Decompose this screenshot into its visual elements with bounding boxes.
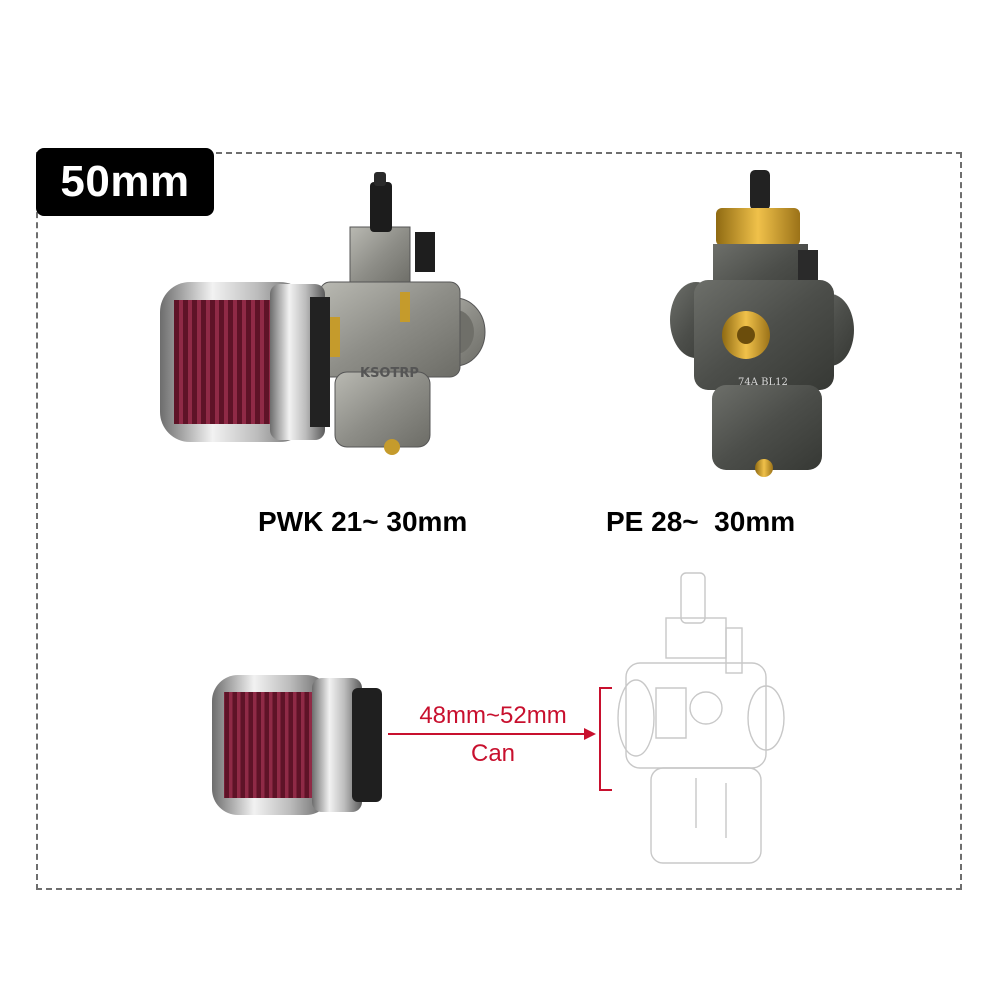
svg-text:KSOTRP: KSOTRP [360,366,419,381]
dashed-frame [36,152,962,890]
carburetor-sketch-image [599,572,785,864]
size-badge: 50mm [36,148,214,216]
pwk-size-label: PWK 21~ 30mm [258,506,468,537]
fitment-range-label: 48mm~52mm [419,702,567,729]
air-filter-pwk [160,282,330,442]
pwk-carburetor-with-filter-image: KSOTRP [160,172,486,455]
pe-carburetor-image: 74A BL12 [670,170,854,477]
fitment-note-label: Can [470,740,516,767]
fitment-arrow [388,728,596,740]
svg-text:74A BL12: 74A BL12 [738,377,788,388]
pwk-carb-body: KSOTRP [319,172,486,455]
air-filter-image [212,675,382,815]
pe-size-label: PE 28~ 30mm [606,506,796,537]
